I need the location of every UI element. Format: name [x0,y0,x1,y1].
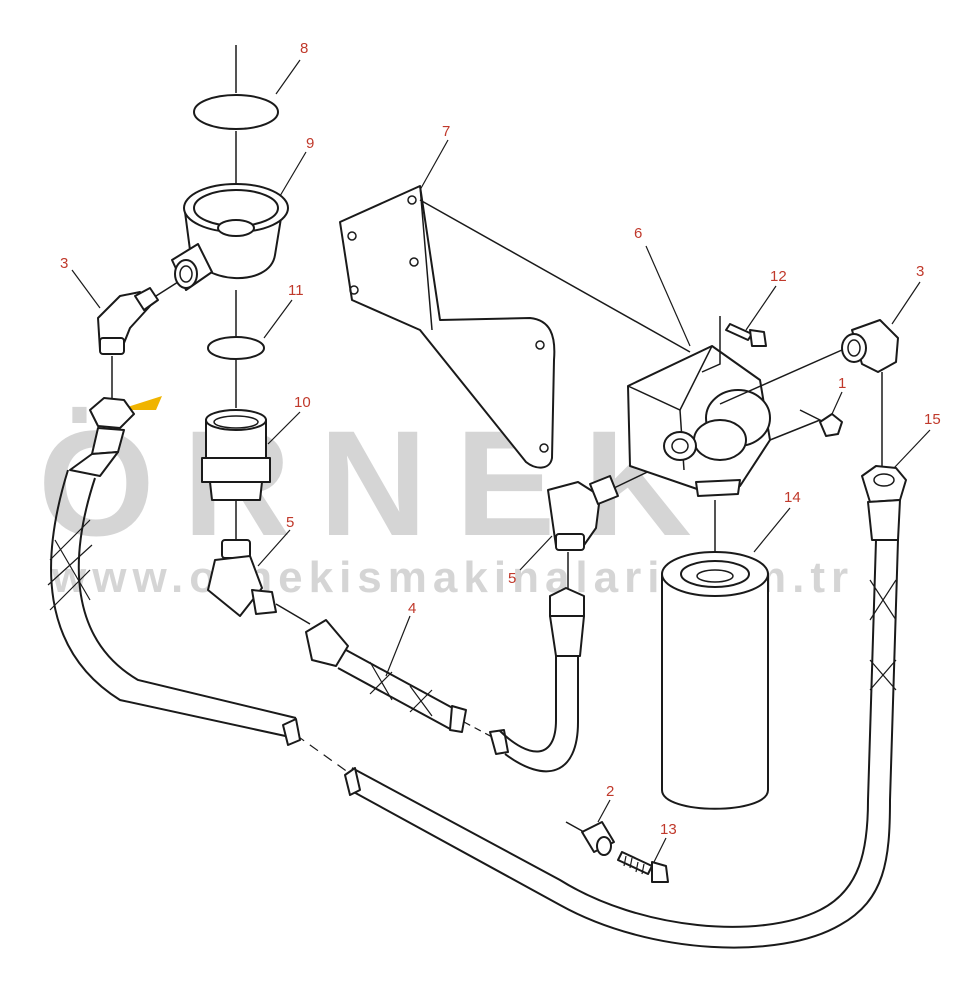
callout-leaders [71,59,931,863]
callout-4: 4 [408,600,416,617]
watermark-brand: ÖRNEK [38,399,720,567]
callout-7: 7 [442,123,450,140]
callout-6: 6 [634,225,642,242]
callout-8: 8 [300,40,308,57]
hose-4 [305,619,579,773]
callout-15: 15 [924,411,941,428]
mounting-bracket-7 [339,185,691,469]
callout-2: 2 [606,783,614,800]
filter-head-6 [627,341,861,497]
seal-ring-8 [193,94,279,130]
callout-14: 14 [784,489,801,506]
callout-9: 9 [306,135,314,152]
callout-3-right: 3 [916,263,924,280]
elbow-fitting-left [97,287,159,398]
hose-main [47,469,899,949]
callout-5-left: 5 [286,514,294,531]
spacer-2 [565,821,615,856]
adapter-10 [201,409,271,540]
callout-13: 13 [660,821,677,838]
filter-housing-9 [155,183,289,297]
filter-element-14 [661,500,769,810]
elbow-fitting-5-right [547,465,661,657]
nut-1 [819,413,843,437]
callout-10: 10 [294,394,311,411]
elbow-fitting-3-right [841,319,899,466]
callout-5-right: 5 [508,570,516,587]
bolt-13 [617,851,669,883]
elbow-fitting-5-left [207,539,311,625]
bolt-12 [701,316,767,373]
callout-3-left: 3 [60,255,68,272]
hose-fitting-15 [861,465,907,541]
o-ring-11 [207,336,265,360]
swivel-nut-left [69,397,135,477]
callout-11: 11 [288,282,304,299]
callout-labels: 8 9 7 3 11 10 5 4 5 6 12 1 3 15 14 2 13 [60,40,941,838]
callout-12: 12 [770,268,787,285]
callout-1: 1 [838,375,846,392]
